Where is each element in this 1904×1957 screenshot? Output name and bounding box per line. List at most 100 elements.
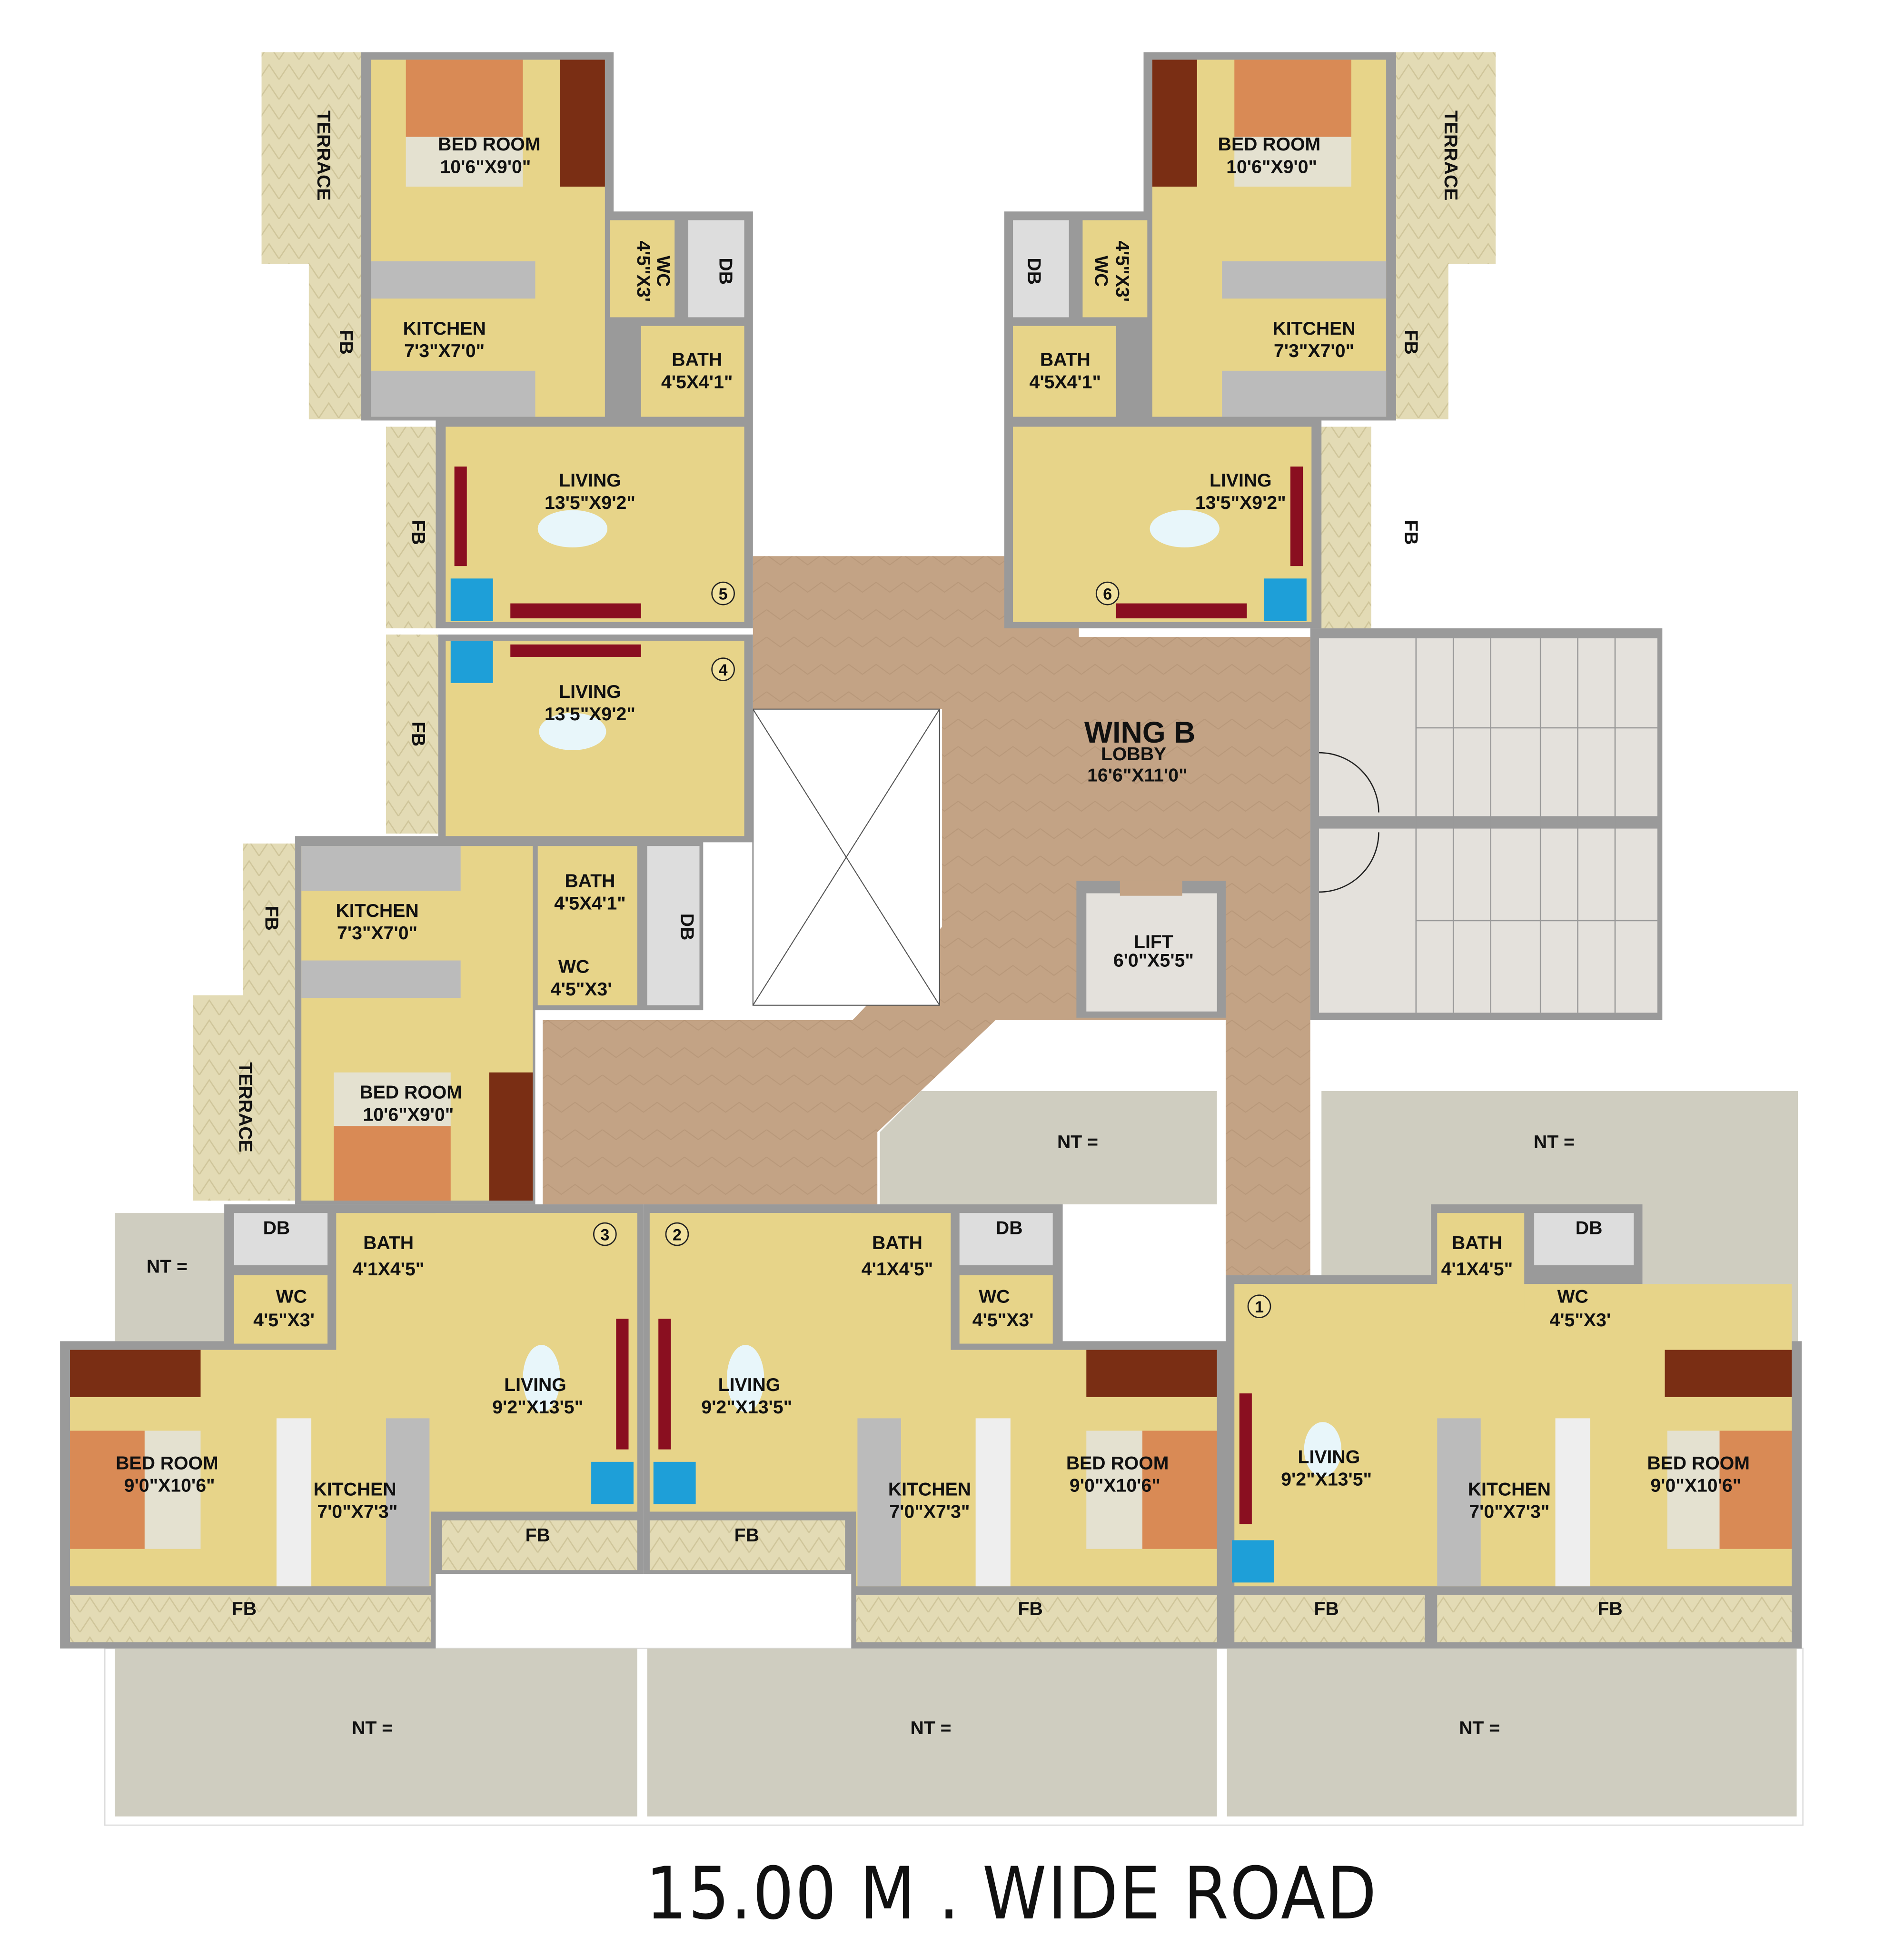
flat4-kitchen-size: 7'3"X7'0" (337, 923, 417, 944)
flat3-wc-size: 4'5"X3' (253, 1310, 315, 1331)
lift-size: 6'0"X5'5" (1113, 951, 1194, 971)
flat4-living-label: LIVING (559, 682, 621, 702)
flat4-bed-size: 10'6"X9'0" (363, 1105, 454, 1125)
flat6-fb2-label: FB (1400, 520, 1421, 545)
flat2-living-size: 9'2"X13'5" (701, 1397, 792, 1418)
flat6-bed-label: BED ROOM (1218, 134, 1321, 155)
nt-label: NT = (911, 1718, 952, 1738)
flat6-kitchen-size: 7'3"X7'0" (1274, 341, 1354, 361)
lobby-size: 16'6"X11'0" (1087, 765, 1188, 785)
nt-label: NT = (1057, 1132, 1098, 1152)
flat2-living-label: LIVING (718, 1375, 781, 1395)
flat4-wc-label: WC (558, 957, 589, 977)
nt-label: NT = (1459, 1718, 1500, 1738)
flat1-db-label: DB (1576, 1218, 1603, 1239)
door-4-number: 4 (719, 661, 728, 679)
flat2-fb2-label: FB (1018, 1599, 1043, 1619)
flat5-bath-label: BATH (672, 349, 722, 370)
flat2-bath-label: BATH (872, 1233, 922, 1253)
flat5-wc-size: 4'5"X3' (633, 240, 654, 302)
lobby-floor (543, 556, 1310, 1275)
flat2-kitchen-label: KITCHEN (888, 1479, 971, 1500)
flat2-wc-size: 4'5"X3' (972, 1310, 1034, 1331)
flat3-living-label: LIVING (504, 1375, 566, 1395)
nt-label: NT = (352, 1718, 393, 1738)
flat2-kitchen-size: 7'0"X7'3" (889, 1501, 970, 1522)
flat6-wc-size: 4'5"X3' (1112, 240, 1132, 302)
flat-1-shapes (1225, 1204, 1802, 1649)
flat3-wc-label: WC (276, 1286, 307, 1307)
door-1-number: 1 (1255, 1298, 1264, 1316)
flat4-bath-size: 4'5X4'1" (554, 893, 626, 914)
flat2-fb-label: FB (734, 1525, 759, 1546)
flat3-fb-label: FB (526, 1525, 550, 1546)
road-label: 15.00 M . WIDE ROAD (645, 1851, 1378, 1936)
wing-label: WING B (1084, 716, 1195, 749)
flat1-living-size: 9'2"X13'5" (1281, 1469, 1372, 1490)
flat4-terrace-label: TERRACE (235, 1062, 255, 1152)
flat1-fb2-label: FB (1597, 1599, 1622, 1619)
door-6-number: 6 (1103, 586, 1112, 604)
flat6-bath-size: 4'5X4'1" (1030, 372, 1101, 392)
flat3-living-size: 9'2"X13'5" (492, 1397, 583, 1418)
flat-2-shapes (643, 1204, 1227, 1649)
flat5-fb2-label: FB (408, 520, 428, 545)
flat5-bath-size: 4'5X4'1" (661, 372, 733, 392)
flat-3-shapes (60, 1204, 644, 1649)
flat5-kitchen-label: KITCHEN (403, 318, 486, 339)
flat5-living-label: LIVING (559, 470, 621, 491)
flat5-kitchen-size: 7'3"X7'0" (404, 341, 485, 361)
flat-5-shapes (261, 52, 753, 628)
flat4-fb-label: FB (408, 722, 428, 746)
door-3-number: 3 (600, 1226, 609, 1244)
flat4-wc-size: 4'5"X3' (551, 979, 612, 1000)
flat1-wc-label: WC (1557, 1286, 1588, 1307)
door-5-marker (711, 581, 735, 606)
flat2-bath-size: 4'1X4'5" (862, 1259, 933, 1280)
flat5-terrace-label: TERRACE (313, 110, 334, 200)
flat6-terrace-label: TERRACE (1440, 110, 1461, 200)
void-shaft (752, 708, 940, 1006)
flat6-living-label: LIVING (1210, 470, 1272, 491)
nt-areas (104, 1091, 1804, 1826)
door-markers (593, 581, 1271, 1318)
flat3-kitchen-size: 7'0"X7'3" (317, 1501, 397, 1522)
flat6-bath-label: BATH (1040, 349, 1091, 370)
door-1-marker (1247, 1294, 1271, 1318)
flat6-fb-label: FB (1400, 330, 1421, 355)
flat5-fb-label: FB (336, 330, 356, 355)
flat1-bath-size: 4'1X4'5" (1441, 1259, 1513, 1280)
nt-label: NT = (1534, 1132, 1575, 1152)
flat5-wc-label: WC (653, 256, 674, 287)
flat3-bath-label: BATH (363, 1233, 414, 1253)
flat4-bed-label: BED ROOM (359, 1083, 462, 1103)
flat6-db-label: DB (1023, 258, 1044, 285)
labels: 5 TERRACE BED ROOM 10'6"X9'0" WC 4'5"X3'… (116, 110, 1750, 1936)
flat4-fb2-label: FB (261, 906, 281, 931)
door-4-marker (711, 657, 735, 681)
flat6-wc-label: WC (1091, 256, 1111, 287)
flat1-bed-size: 9'0"X10'6" (1650, 1476, 1741, 1496)
flat4-kitchen-label: KITCHEN (336, 901, 418, 921)
flat6-living-size: 13'5"X9'2" (1195, 493, 1286, 513)
flat2-db-label: DB (996, 1218, 1023, 1239)
flat1-living-label: LIVING (1298, 1447, 1360, 1467)
flat3-db-label: DB (263, 1218, 290, 1239)
flat1-fb-label: FB (1314, 1599, 1339, 1619)
flat1-bath-label: BATH (1452, 1233, 1502, 1253)
staircase (1310, 628, 1663, 1021)
flat-4-shapes (193, 634, 753, 1204)
nt-label: NT = (147, 1257, 188, 1277)
flat5-bed-size: 10'6"X9'0" (440, 157, 531, 177)
door-3-marker (593, 1222, 617, 1246)
door-2-marker (665, 1222, 689, 1246)
flat3-bath-size: 4'1X4'5" (353, 1259, 425, 1280)
flat6-kitchen-label: KITCHEN (1272, 318, 1355, 339)
flat1-kitchen-size: 7'0"X7'3" (1469, 1501, 1549, 1522)
lift-label: LIFT (1134, 932, 1173, 952)
flat5-db-label: DB (715, 258, 735, 285)
flat1-kitchen-label: KITCHEN (1468, 1479, 1551, 1500)
flat1-bed-label: BED ROOM (1647, 1453, 1750, 1474)
door-6-marker (1095, 581, 1120, 606)
flat3-bed-label: BED ROOM (116, 1453, 218, 1474)
